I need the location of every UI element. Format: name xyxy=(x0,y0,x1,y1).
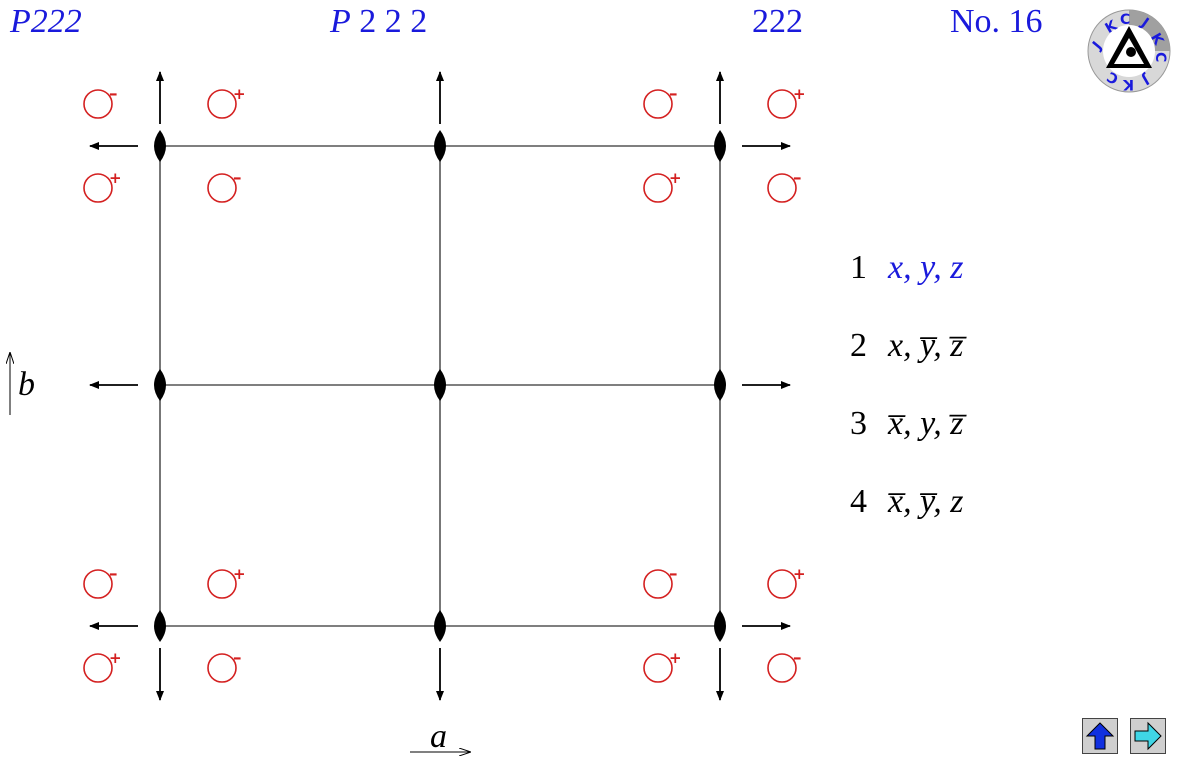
position-sign: – xyxy=(109,564,118,584)
general-position-circle-icon xyxy=(767,173,797,203)
position-sign: – xyxy=(109,84,118,104)
space-group-number: No. 16 xyxy=(950,3,1043,40)
general-position-circle-icon xyxy=(207,89,237,119)
position-number: 4 xyxy=(850,483,867,520)
two-fold-axis-icon xyxy=(154,610,166,642)
general-position-circle-icon xyxy=(643,89,673,119)
position-row: 3 x̅, y, z̅ xyxy=(850,402,964,480)
nav-next-button[interactable] xyxy=(1130,718,1166,754)
general-position-circle-icon xyxy=(207,653,237,683)
position-row: 4 x̅, y̅, z xyxy=(850,480,964,558)
nav-up-button[interactable] xyxy=(1082,718,1118,754)
position-row: 1 x, y, z xyxy=(850,246,964,324)
position-sign: – xyxy=(233,648,242,668)
general-position-circle-icon xyxy=(643,653,673,683)
general-position-circle-icon xyxy=(207,173,237,203)
space-group-full-symbol: P 2 2 2 xyxy=(330,3,428,40)
position-coords: x, y, z xyxy=(888,249,964,286)
general-position-circle-icon xyxy=(643,173,673,203)
position-sign: + xyxy=(669,649,682,667)
position-sign: + xyxy=(109,169,122,187)
position-sign: + xyxy=(669,169,682,187)
general-position-circle-icon xyxy=(767,89,797,119)
two-fold-axis-icon xyxy=(154,130,166,162)
position-number: 3 xyxy=(850,405,867,442)
position-sign: + xyxy=(233,565,246,583)
position-number: 2 xyxy=(850,327,867,364)
position-sign: + xyxy=(793,85,806,103)
svg-text:C: C xyxy=(1120,12,1130,28)
two-fold-axis-icon xyxy=(714,610,726,642)
position-sign: + xyxy=(793,565,806,583)
position-row: 2 x, y̅, z̅ xyxy=(850,324,964,402)
arrow-right-icon xyxy=(1134,721,1162,751)
general-position-circle-icon xyxy=(83,89,113,119)
position-sign: – xyxy=(669,564,678,584)
general-position-circle-icon xyxy=(767,653,797,683)
position-coords: x, y̅, z̅ xyxy=(888,327,964,364)
two-fold-axis-icon xyxy=(154,369,166,401)
two-fold-axis-icon xyxy=(434,610,446,642)
position-sign: – xyxy=(233,168,242,188)
general-position-circle-icon xyxy=(207,569,237,599)
b-axis-label: b xyxy=(18,366,35,403)
position-coords: x̅, y, z̅ xyxy=(888,405,964,442)
svg-text:K: K xyxy=(1122,76,1134,92)
position-coords: x̅, y̅, z xyxy=(888,483,964,520)
position-sign: + xyxy=(233,85,246,103)
space-group-short-symbol: P222 xyxy=(10,3,82,40)
position-number: 1 xyxy=(850,249,867,286)
position-sign: – xyxy=(669,84,678,104)
coordinate-list: 1 x, y, z 2 x, y̅, z̅ 3 x̅, y, z̅ 4 x̅, y̅, … xyxy=(850,246,964,558)
position-sign: + xyxy=(109,649,122,667)
two-fold-axis-icon xyxy=(714,130,726,162)
general-positions: – + + – – + + – – + + – – + + – xyxy=(83,84,806,683)
two-fold-axis-icon xyxy=(434,369,446,401)
general-position-circle-icon xyxy=(643,569,673,599)
two-fold-axis-symbols xyxy=(154,130,726,642)
arrow-up-icon xyxy=(1085,722,1115,750)
general-position-circle-icon xyxy=(83,569,113,599)
svg-text:C: C xyxy=(1152,52,1168,62)
general-position-circle-icon xyxy=(767,569,797,599)
position-sign: – xyxy=(793,648,802,668)
jkc-logo-icon: J K C J K C J K C xyxy=(1087,9,1171,93)
position-sign: – xyxy=(793,168,802,188)
general-position-circle-icon xyxy=(83,653,113,683)
point-group-symbol: 222 xyxy=(752,3,803,40)
two-fold-axis-icon xyxy=(714,369,726,401)
two-fold-axis-icon xyxy=(434,130,446,162)
two-fold-axis-arrows xyxy=(89,71,791,701)
general-position-circle-icon xyxy=(83,173,113,203)
a-axis-label: a xyxy=(430,718,447,755)
